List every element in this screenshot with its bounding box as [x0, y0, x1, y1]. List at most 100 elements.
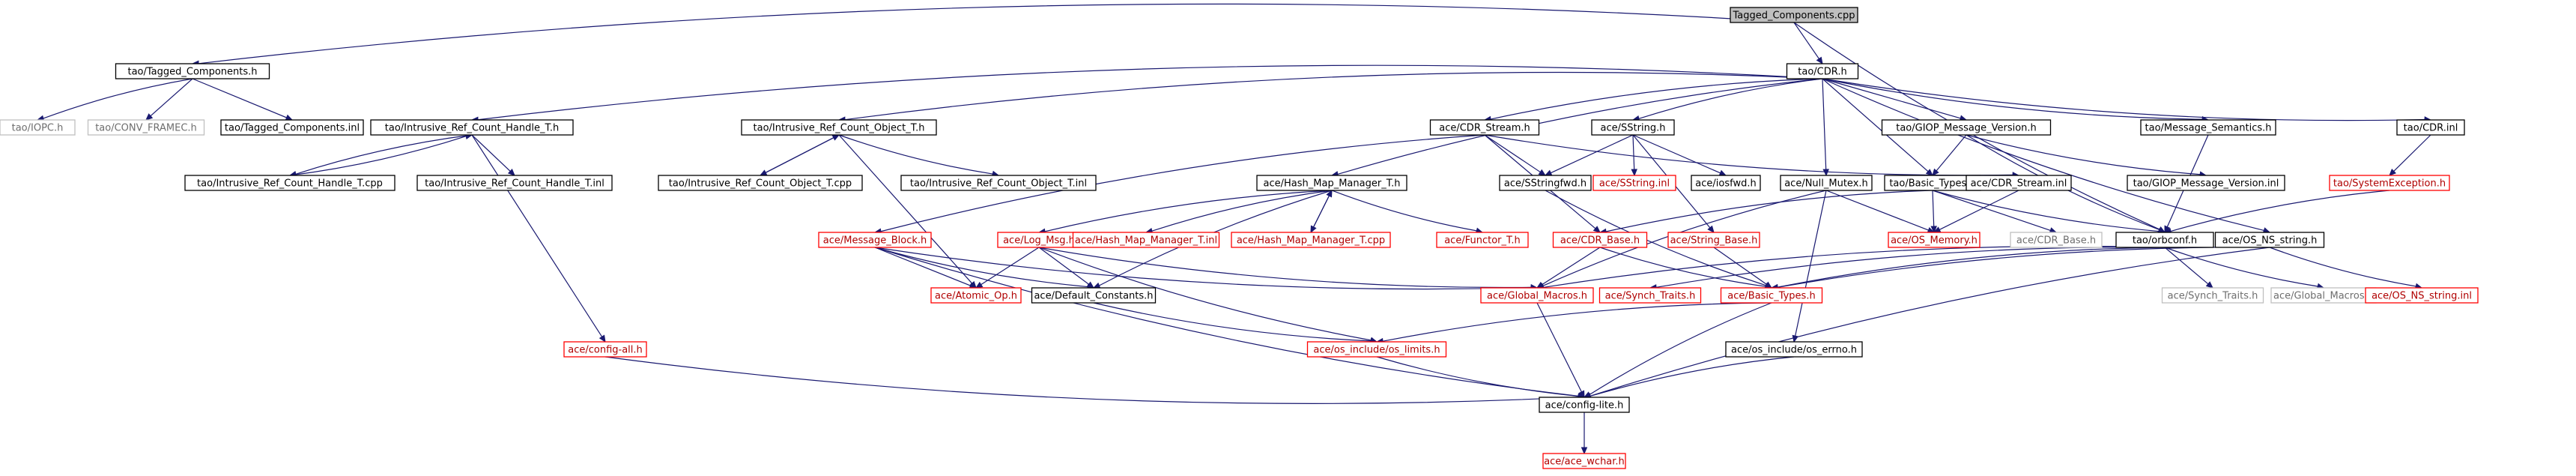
node-tagged-h[interactable]: tao/Tagged_Components.h [115, 63, 270, 79]
node-irc-handle-h[interactable]: tao/Intrusive_Ref_Count_Handle_T.h [370, 119, 574, 136]
node-sstring-h[interactable]: ace/SString.h [1591, 119, 1675, 136]
node-sysexc-h[interactable]: tao/SystemException.h [2329, 175, 2450, 191]
node-label: tao/Intrusive_Ref_Count_Handle_T.cpp [197, 178, 383, 190]
edge-cdr_h-to-irc_object_h [844, 71, 1823, 121]
node-irc-object-h[interactable]: tao/Intrusive_Ref_Count_Object_T.h [741, 119, 937, 136]
node-tao-basic-types-h[interactable]: tao/Basic_Types.h [1884, 175, 1981, 191]
edge-tagged_h-to-conv_framec [150, 78, 193, 117]
edge-os_limits_h-to-config_lite_h [1376, 356, 1579, 397]
node-label: tao/CDR.h [1798, 67, 1846, 78]
node-label: ace/OS_NS_string.inl [2372, 291, 2472, 302]
node-hash-map-h[interactable]: ace/Hash_Map_Manager_T.h [1256, 175, 1407, 191]
node-irc-object-cpp[interactable]: tao/Intrusive_Ref_Count_Object_T.cpp [658, 175, 863, 191]
node-tagged-inl[interactable]: tao/Tagged_Components.inl [220, 119, 364, 136]
node-sstring-inl[interactable]: ace/SString.inl [1592, 175, 1676, 191]
node-sstringfwd-h[interactable]: ace/SStringfwd.h [1499, 175, 1592, 191]
arrowhead-cdr_stream_h-to-cdr_base_h [1592, 226, 1601, 233]
node-msg-sem-h[interactable]: tao/Message_Semantics.h [2140, 119, 2276, 136]
edge-cdr_stream_inl-to-os_memory_h [1939, 190, 2019, 230]
node-label: ace/Basic_Types.h [1727, 291, 1815, 302]
node-os-ns-string-h[interactable]: ace/OS_NS_string.h [2214, 232, 2325, 248]
node-atomic-op-h[interactable]: ace/Atomic_Op.h [930, 287, 1022, 304]
node-iopc[interactable]: tao/IOPC.h [0, 119, 76, 136]
edge-sysexc_h-to-orbconf_h [2170, 190, 2390, 232]
node-label: ace/OS_NS_string.h [2222, 235, 2318, 247]
edge-tagged_cpp-to-tagged_h [198, 3, 1795, 64]
node-box [900, 175, 1097, 191]
node-os-errno-h[interactable]: ace/os_include/os_errno.h [1725, 341, 1863, 358]
node-box [2161, 287, 2264, 304]
edge-giop_h-to-tao_basic_types_h [1936, 134, 1967, 172]
node-hash-map-inl[interactable]: ace/Hash_Map_Manager_T.inl [1072, 232, 1220, 248]
node-box [220, 119, 364, 136]
node-label: ace/Default_Constants.h [1034, 291, 1153, 302]
node-os-ns-string-inl[interactable]: ace/OS_NS_string.inl [2365, 287, 2479, 304]
node-label: tao/GIOP_Message_Version.h [1896, 123, 2037, 134]
node-giop-inl[interactable]: tao/GIOP_Message_Version.inl [2127, 175, 2285, 191]
node-global-macros-grey[interactable]: ace/Global_Macros.h [2270, 287, 2377, 304]
arrowhead-log_msg_h-to-default_constants_h [1086, 281, 1095, 289]
node-synch-traits-red[interactable]: ace/Synch_Traits.h [1598, 287, 1702, 304]
node-synch-traits-grey[interactable]: ace/Synch_Traits.h [2161, 287, 2264, 304]
node-os-memory-h[interactable]: ace/OS_Memory.h [1888, 232, 1981, 248]
node-functor-h[interactable]: ace/Functor_T.h [1436, 232, 1529, 248]
node-hash-map-cpp[interactable]: ace/Hash_Map_Manager_T.cpp [1231, 232, 1391, 248]
node-msg-block-h[interactable]: ace/Message_Block.h [818, 232, 932, 248]
node-string-base-h[interactable]: ace/String_Base.h [1667, 232, 1760, 248]
edge-tao_basic_types_h-to-os_memory_h [1932, 190, 1935, 227]
node-label: ace/SString.h [1601, 123, 1666, 134]
edge-cdr_h-to-tao_basic_types_h [1822, 78, 1929, 172]
node-cdr-stream-h[interactable]: ace/CDR_Stream.h [1429, 119, 1540, 136]
node-orbconf-h[interactable]: tao/orbconf.h [2115, 232, 2214, 248]
node-cdr-base-h[interactable]: ace/CDR_Base.h [1552, 232, 1648, 248]
node-label: ace/CDR_Base.h [2016, 235, 2096, 247]
node-label: tao/Intrusive_Ref_Count_Object_T.h [754, 123, 925, 134]
node-default-constants-h[interactable]: ace/Default_Constants.h [1031, 287, 1157, 304]
node-ace-wchar-h[interactable]: ace/ace_wchar.h [1542, 453, 1626, 469]
edge-tao_basic_types_h-to-cdr_base_h [1605, 190, 1933, 232]
node-ace-basic-types-h[interactable]: ace/Basic_Types.h [1720, 287, 1823, 304]
node-cdr-h[interactable]: tao/CDR.h [1786, 63, 1859, 79]
node-log-msg-h[interactable]: ace/Log_Msg.h [997, 232, 1081, 248]
edge-irc_handle_cpp-to-irc_handle_h [289, 136, 467, 176]
node-irc-object-inl[interactable]: tao/Intrusive_Ref_Count_Object_T.inl [900, 175, 1097, 191]
node-cdr-base-grey[interactable]: ace/CDR_Base.h [2010, 232, 2103, 248]
edge-cdr_h-to-os_ns_string_h [1822, 78, 2264, 231]
node-iosfwd-h[interactable]: ace/iosfwd.h [1691, 175, 1761, 191]
arrowhead-irc_handle_h-to-irc_handle_inl [507, 169, 515, 176]
edge-cdr_h-to-null_mutex_h [1822, 78, 1827, 170]
node-irc-handle-inl[interactable]: tao/Intrusive_Ref_Count_Handle_T.inl [416, 175, 613, 191]
node-box [1780, 175, 1873, 191]
node-cdr-inl[interactable]: tao/CDR.inl [2396, 119, 2465, 136]
node-cdr-stream-inl[interactable]: ace/CDR_Stream.inl [1966, 175, 2072, 191]
node-box [2010, 232, 2103, 248]
node-box [370, 119, 574, 136]
arrowhead-giop_h-to-tao_basic_types_h [1932, 168, 1939, 176]
node-tagged-cpp[interactable]: Tagged_Components.cpp [1730, 7, 1858, 23]
node-irc-handle-cpp[interactable]: tao/Intrusive_Ref_Count_Handle_T.cpp [184, 175, 396, 191]
edge-ace_basic_types_h-to-os_limits_h [1382, 302, 1772, 342]
node-label: tao/Intrusive_Ref_Count_Object_T.inl [910, 178, 1087, 190]
node-label: tao/GIOP_Message_Version.inl [2133, 178, 2279, 190]
edge-cdr_h-to-giop_h [1822, 78, 1961, 119]
node-label: tao/IOPC.h [12, 123, 64, 134]
node-label: ace/Atomic_Op.h [935, 291, 1017, 302]
node-box [2396, 119, 2465, 136]
node-box [2365, 287, 2479, 304]
node-label: tao/SystemException.h [2333, 178, 2446, 190]
node-config-all-h[interactable]: ace/config-all.h [563, 341, 647, 358]
node-box [2127, 175, 2285, 191]
node-box [184, 175, 396, 191]
edge-log_msg_h-to-atomic_op_h [981, 247, 1040, 286]
node-null-mutex-h[interactable]: ace/Null_Mutex.h [1780, 175, 1873, 191]
node-box [563, 341, 647, 358]
node-global-macros-red[interactable]: ace/Global_Macros.h [1480, 287, 1594, 304]
edge-tao_basic_types_h-to-cdr_base_grey [1932, 190, 2051, 231]
arrowhead-global_macros_red-to-config_lite_h [1578, 390, 1585, 399]
node-config-lite-h[interactable]: ace/config-lite.h [1539, 397, 1630, 413]
node-giop-h[interactable]: tao/GIOP_Message_Version.h [1881, 119, 2052, 136]
node-conv-framec[interactable]: tao/CONV_FRAMEC.h [87, 119, 205, 136]
node-os-limits-h[interactable]: ace/os_include/os_limits.h [1306, 341, 1447, 358]
node-label: tao/Message_Semantics.h [2145, 123, 2272, 134]
node-box [1598, 287, 1702, 304]
